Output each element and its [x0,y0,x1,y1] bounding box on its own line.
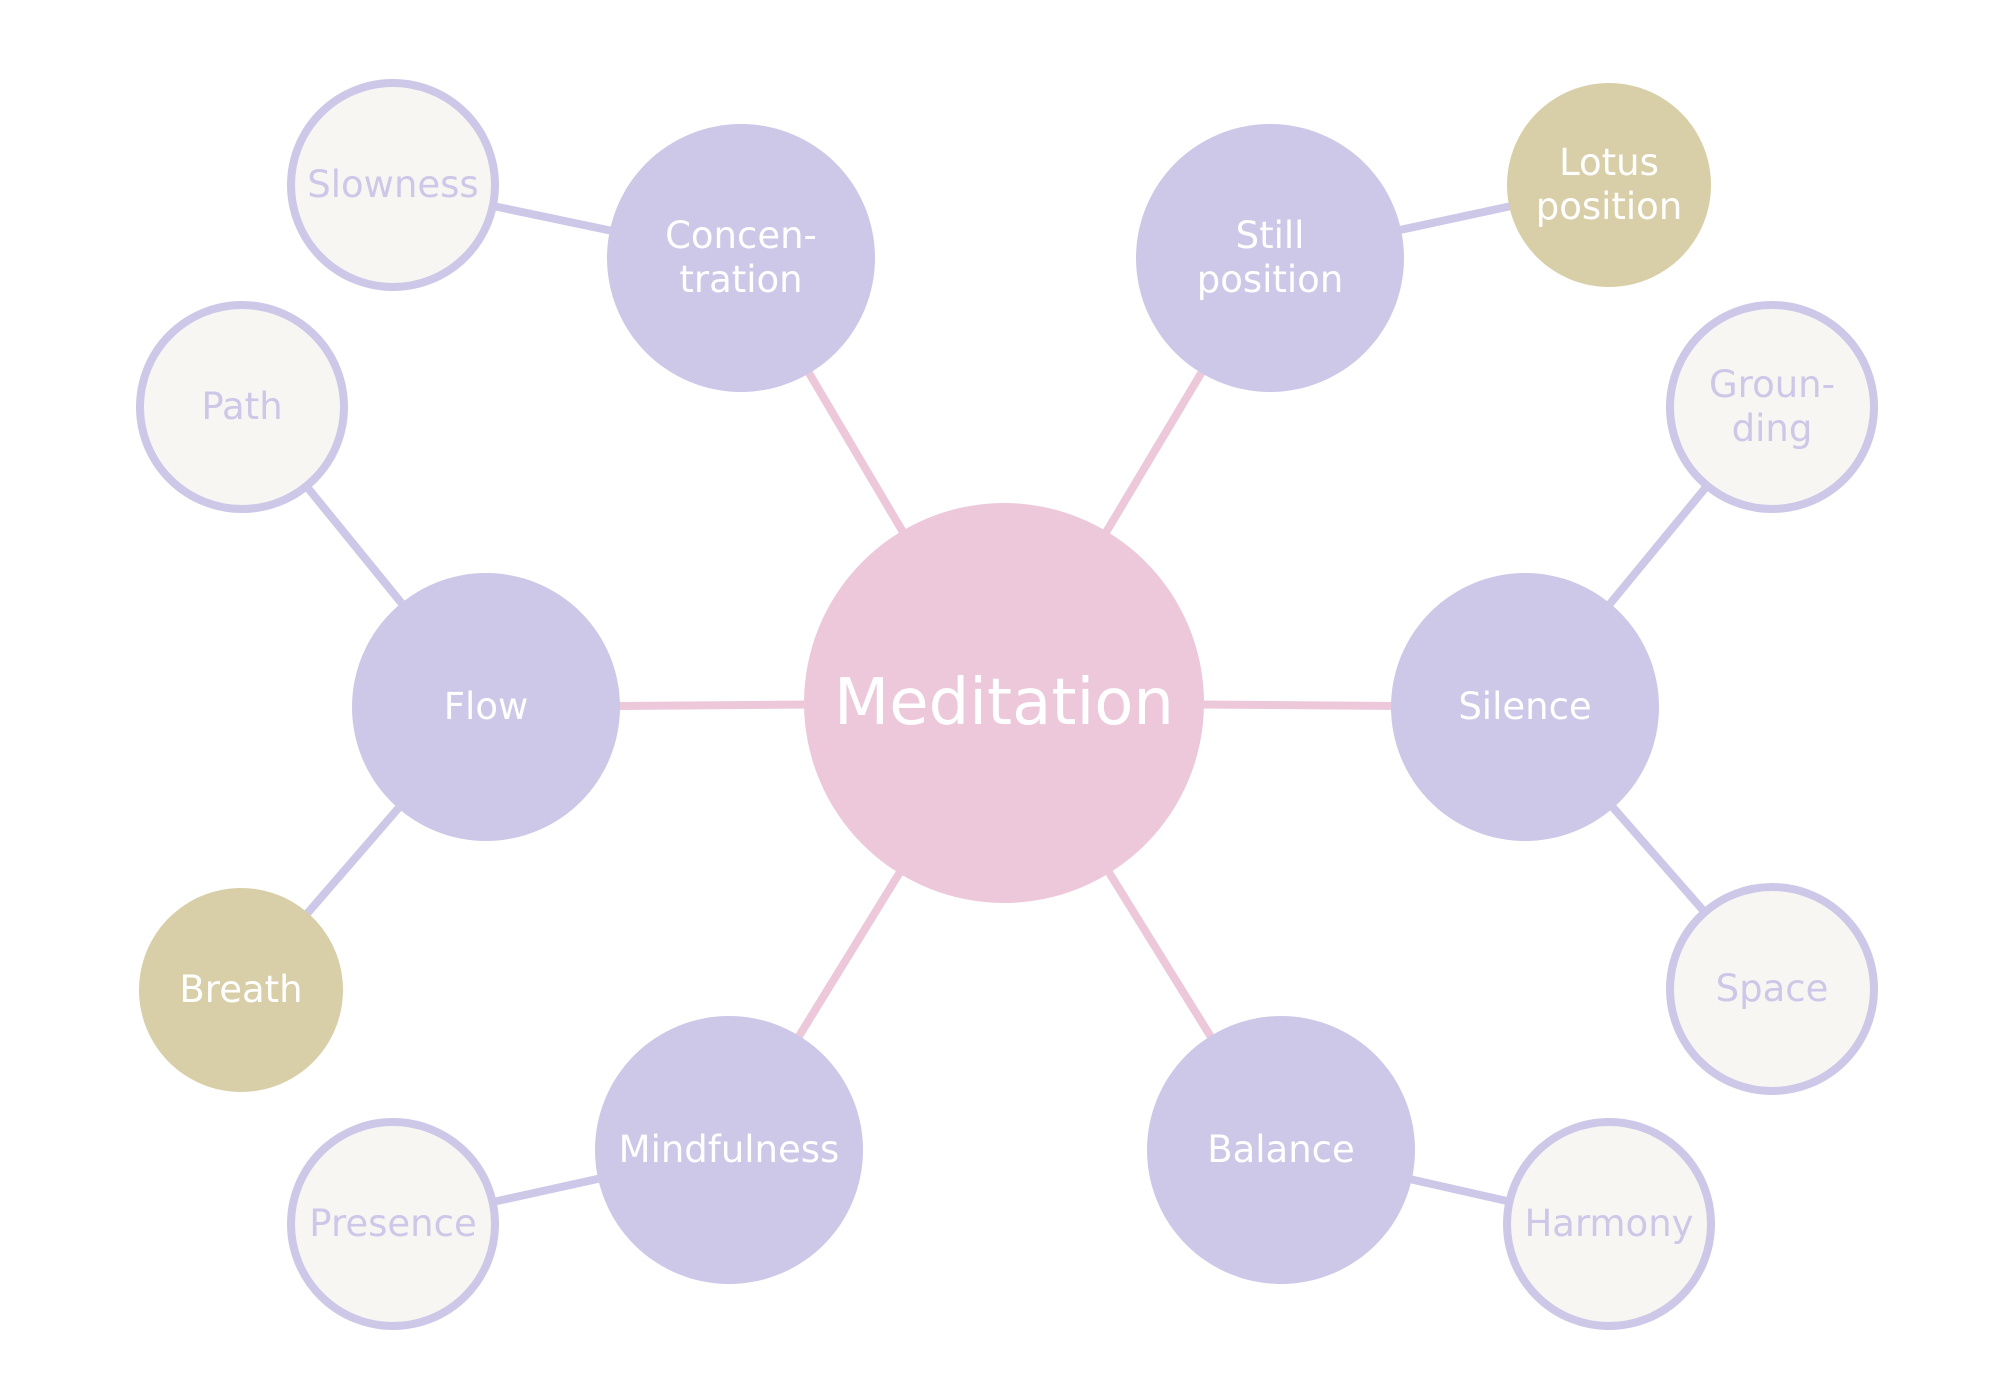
node-balance: Balance [1147,1016,1415,1284]
node-path: Path [136,301,348,513]
node-balance-label: Balance [1207,1127,1355,1171]
node-mindfulness: Mindfulness [595,1016,863,1284]
node-flow: Flow [352,573,620,841]
node-mindfulness-label: Mindfulness [618,1127,840,1171]
node-flow-label: Flow [443,684,529,728]
node-grounding: Groun-ding [1666,301,1878,513]
node-breath-label: Breath [179,967,303,1011]
node-harmony: Harmony [1503,1118,1715,1330]
node-silence-label: Silence [1458,684,1592,728]
node-concentration-label: Concen-tration [665,213,817,301]
node-space: Space [1666,883,1878,1095]
node-meditation: Meditation [804,503,1204,903]
node-space-label: Space [1715,966,1829,1010]
node-grounding-label: Groun-ding [1709,362,1835,450]
node-silence: Silence [1391,573,1659,841]
node-harmony-label: Harmony [1524,1201,1694,1245]
node-meditation-label: Meditation [834,665,1174,740]
node-presence-label: Presence [309,1201,477,1245]
node-presence: Presence [287,1118,499,1330]
node-path-label: Path [201,384,283,428]
node-slowness: Slowness [287,79,499,291]
node-concentration: Concen-tration [607,124,875,392]
node-breath: Breath [139,888,343,1092]
node-slowness-label: Slowness [307,162,479,206]
